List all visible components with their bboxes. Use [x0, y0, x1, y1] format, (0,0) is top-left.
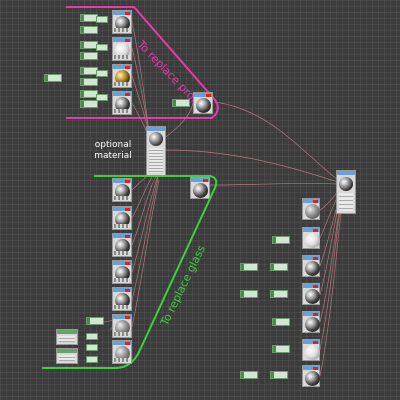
material-sphere-icon: [305, 371, 320, 386]
texture-map-node[interactable]: [80, 100, 98, 108]
material-sphere-icon: [115, 97, 130, 112]
material-sphere-icon: [305, 317, 320, 332]
material-sphere-icon: [115, 43, 130, 58]
warning-flag-icon: [125, 12, 130, 15]
material-sphere-icon: [305, 204, 320, 219]
material-node[interactable]: [302, 227, 320, 249]
warning-flag-icon: [125, 66, 130, 69]
warning-flag-icon: [125, 208, 130, 211]
glass-bracket: [42, 175, 218, 369]
output-material-node[interactable]: [336, 170, 356, 214]
texture-map-node[interactable]: [86, 317, 104, 325]
material-node[interactable]: [190, 177, 210, 199]
optional-material-line2: material: [94, 151, 132, 161]
material-node[interactable]: [302, 283, 320, 305]
multi-material-node[interactable]: [146, 126, 166, 176]
material-sphere-icon: [115, 16, 130, 31]
material-node[interactable]: [112, 91, 132, 115]
warning-flag-icon: [125, 39, 130, 42]
material-sphere-icon: [305, 289, 320, 304]
material-sphere-icon: [305, 345, 320, 360]
material-sphere-icon: [196, 98, 211, 113]
texture-map-node[interactable]: [80, 26, 98, 34]
material-node[interactable]: [112, 178, 132, 202]
texture-map-node[interactable]: [240, 263, 258, 271]
material-node[interactable]: [112, 233, 132, 257]
warning-flag-icon: [313, 285, 318, 288]
material-sphere-icon: [115, 239, 130, 254]
texture-map-node[interactable]: [240, 371, 258, 379]
texture-map-node[interactable]: [86, 356, 98, 363]
material-node[interactable]: [112, 314, 132, 338]
material-sphere-icon: [339, 177, 353, 191]
material-node[interactable]: [112, 37, 132, 61]
material-sphere-icon: [193, 183, 208, 198]
material-node[interactable]: [193, 92, 213, 114]
texture-map-node[interactable]: [80, 78, 98, 86]
warning-flag-icon: [313, 229, 318, 232]
texture-map-node[interactable]: [272, 318, 290, 326]
texture-map-node[interactable]: [96, 94, 108, 101]
material-node[interactable]: [112, 287, 132, 311]
warning-flag-icon: [125, 262, 130, 265]
warning-flag-icon: [125, 93, 130, 96]
warning-flag-icon: [203, 179, 208, 182]
material-sphere-icon: [115, 320, 130, 335]
texture-list-node[interactable]: [56, 348, 78, 364]
material-sphere-icon: [115, 346, 130, 361]
texture-map-node[interactable]: [272, 345, 290, 353]
texture-map-node[interactable]: [96, 70, 108, 77]
texture-map-node[interactable]: [270, 263, 288, 271]
material-sphere-icon: [149, 132, 163, 146]
texture-map-node[interactable]: [270, 290, 288, 298]
optional-material-line1: optional: [94, 140, 132, 150]
texture-map-node[interactable]: [270, 371, 288, 379]
material-sphere-icon: [115, 184, 130, 199]
warning-flag-icon: [125, 180, 130, 183]
texture-map-node[interactable]: [86, 333, 98, 340]
material-sphere-icon: [115, 266, 130, 281]
texture-map-node[interactable]: [44, 74, 62, 82]
material-sphere-icon: [305, 233, 320, 248]
warning-flag-icon: [313, 257, 318, 260]
material-node[interactable]: [302, 255, 320, 277]
material-sphere-icon: [115, 212, 130, 227]
material-node[interactable]: [112, 10, 132, 34]
material-node[interactable]: [112, 340, 132, 364]
material-sphere-icon: [115, 293, 130, 308]
texture-list-node[interactable]: [56, 329, 78, 345]
material-node[interactable]: [302, 339, 320, 361]
material-node[interactable]: [112, 206, 132, 230]
profile-bracket: [66, 6, 219, 119]
material-node[interactable]: [302, 311, 320, 333]
texture-map-node[interactable]: [86, 344, 98, 351]
material-node[interactable]: [302, 198, 320, 220]
material-node[interactable]: [112, 260, 132, 284]
optional-material-label: optional material: [88, 140, 138, 162]
texture-map-node[interactable]: [96, 44, 108, 51]
warning-flag-icon: [313, 200, 318, 203]
material-node[interactable]: [302, 365, 320, 387]
warning-flag-icon: [313, 367, 318, 370]
material-node[interactable]: [112, 64, 132, 88]
material-sphere-icon: [115, 70, 130, 85]
warning-flag-icon: [125, 289, 130, 292]
warning-flag-icon: [125, 235, 130, 238]
texture-map-node[interactable]: [80, 52, 98, 60]
warning-flag-icon: [313, 341, 318, 344]
warning-flag-icon: [125, 316, 130, 319]
texture-map-node[interactable]: [272, 236, 290, 244]
warning-flag-icon: [313, 313, 318, 316]
texture-map-node[interactable]: [172, 99, 190, 107]
texture-map-node[interactable]: [96, 16, 108, 23]
texture-map-node[interactable]: [240, 290, 258, 298]
warning-flag-icon: [206, 94, 211, 97]
material-sphere-icon: [305, 261, 320, 276]
warning-flag-icon: [125, 342, 130, 345]
